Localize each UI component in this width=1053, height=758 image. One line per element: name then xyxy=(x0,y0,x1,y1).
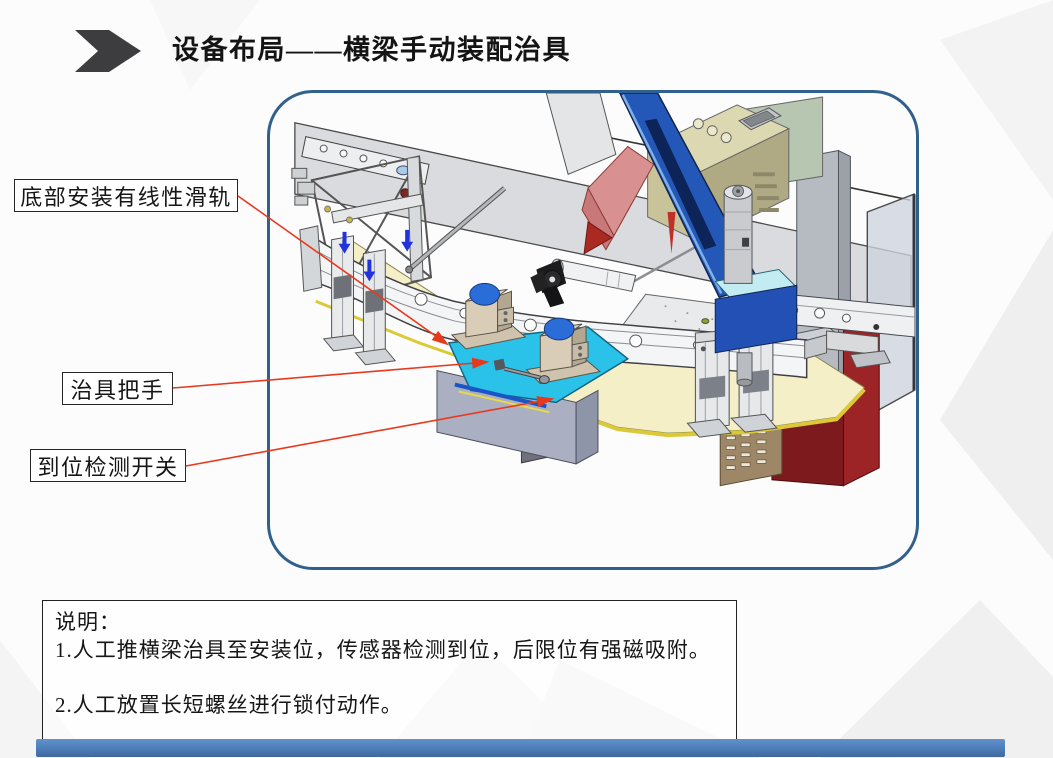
notes-heading: 说明： xyxy=(55,610,121,634)
roller-clamp xyxy=(530,242,702,308)
callout-position-switch-label: 到位检测开关 xyxy=(37,454,179,480)
callout-linear-rail-label: 底部安装有线性滑轨 xyxy=(20,184,232,210)
controller-button xyxy=(692,118,704,130)
controller-button xyxy=(720,132,732,144)
callout-position-switch: 到位检测开关 xyxy=(30,449,186,482)
footer-accent-bar xyxy=(36,739,1005,757)
arm-tool-tip xyxy=(736,352,753,384)
fixture-handle xyxy=(493,358,550,385)
page-title: 设备布局——横梁手动装配治具 xyxy=(172,35,571,65)
beam-end-cap xyxy=(299,225,323,292)
diagram-panel xyxy=(267,90,919,570)
callout-linear-rail: 底部安装有线性滑轨 xyxy=(14,179,238,212)
robot-arm xyxy=(619,93,798,387)
pneumatic-cylinder xyxy=(723,184,753,284)
blue-dome xyxy=(543,317,575,341)
callout-fixture-handle: 治具把手 xyxy=(62,372,173,405)
notes-box: 说明： 1.人工推横梁治具至安装位，传感器检测到位，后限位有强磁吸附。 2.人工… xyxy=(42,600,737,745)
blue-dome xyxy=(469,282,501,306)
controller-button xyxy=(706,125,718,137)
fixture-plate xyxy=(447,282,630,414)
notes-item: 2.人工放置长短螺丝进行锁付动作。 xyxy=(55,693,403,717)
notes-item: 1.人工推横梁治具至安装位，传感器检测到位，后限位有强磁吸附。 xyxy=(55,638,711,662)
red-bracket xyxy=(581,145,676,255)
cad-illustration xyxy=(291,93,916,487)
white-arm-link xyxy=(545,93,617,175)
callout-fixture-handle-label: 治具把手 xyxy=(70,377,165,403)
dispenser-needle xyxy=(667,211,676,254)
clamp-block xyxy=(450,282,527,350)
title-arrow-icon xyxy=(75,30,141,72)
